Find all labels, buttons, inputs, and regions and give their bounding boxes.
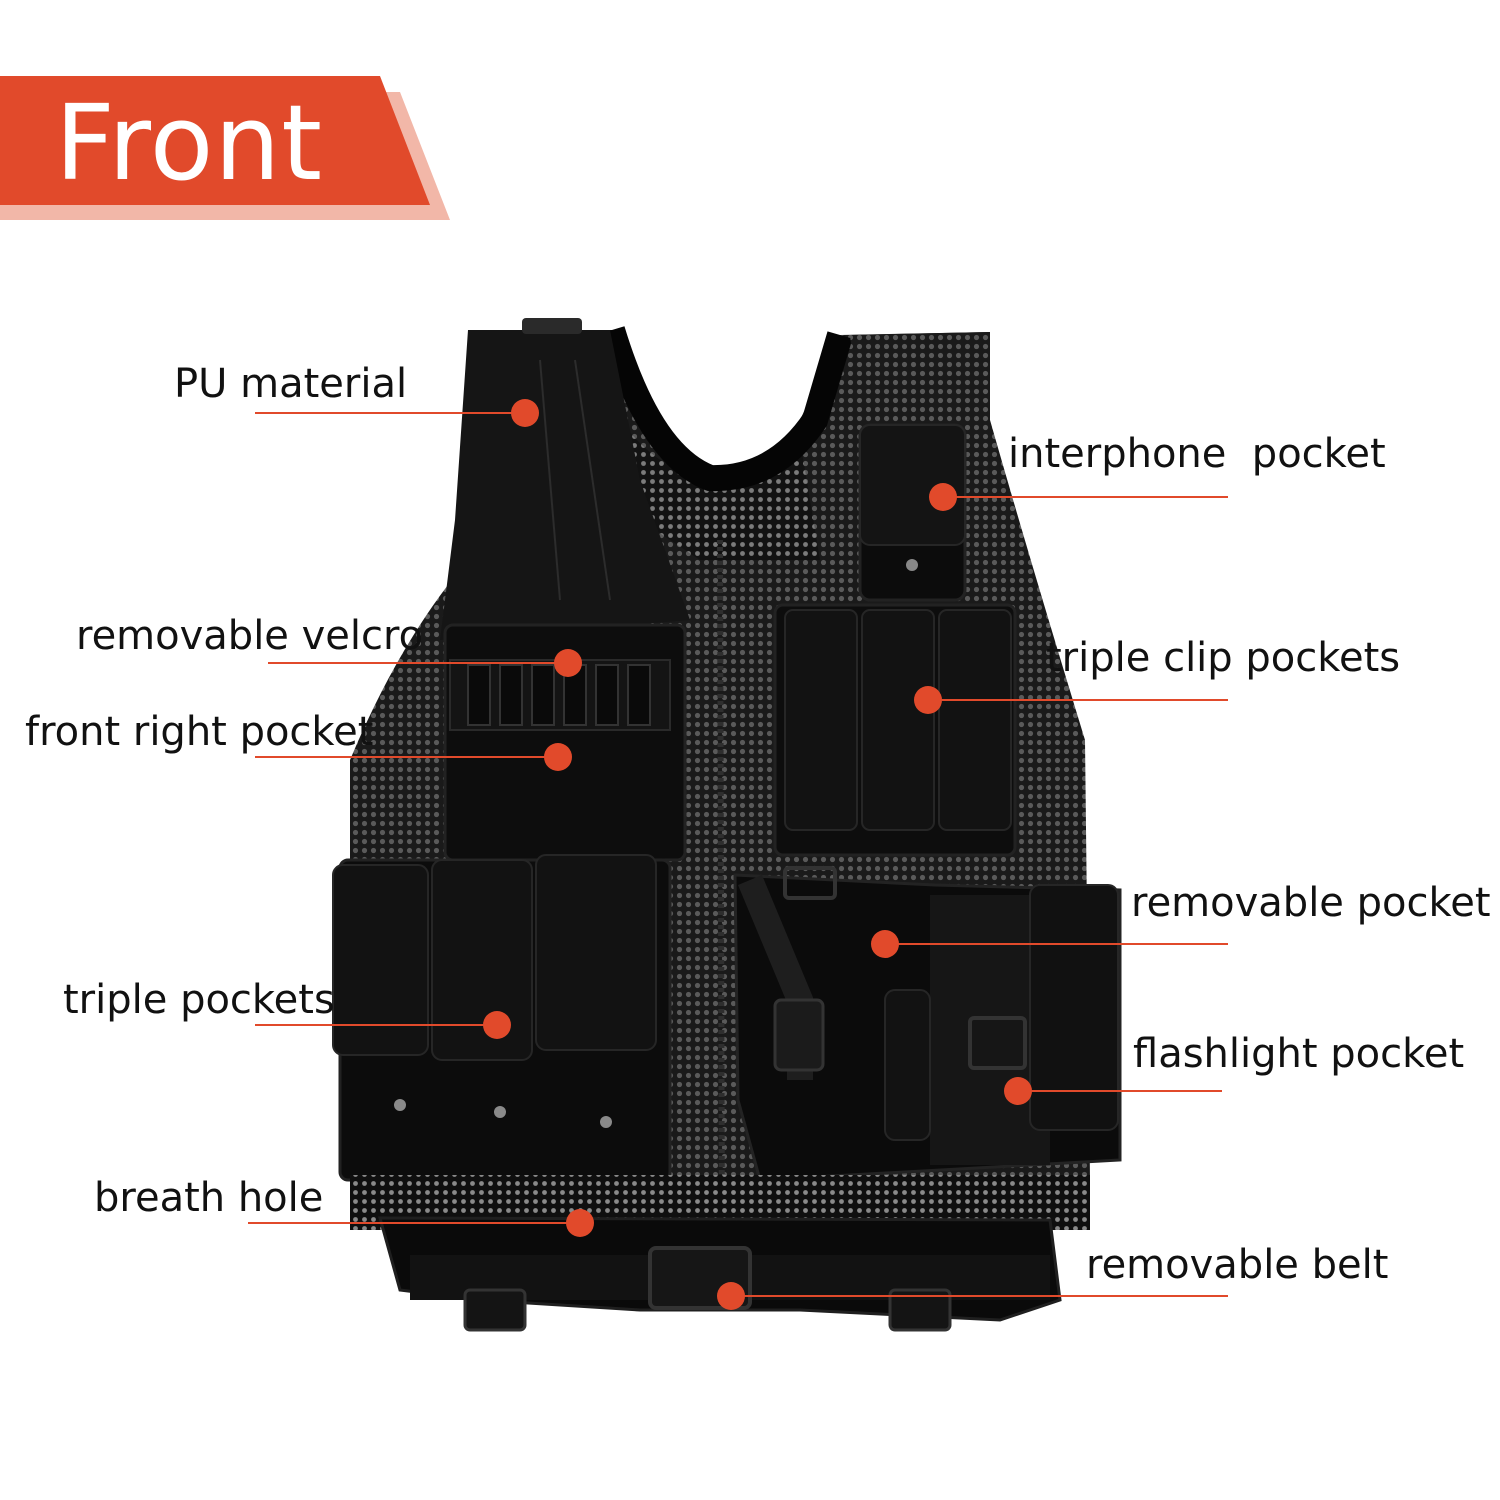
front-banner — [0, 76, 450, 220]
velcro-loop — [467, 664, 491, 726]
flashlight-pocket-dot — [1004, 1077, 1032, 1105]
belt-buckle — [463, 1288, 527, 1332]
label-pu-material: PU material — [174, 361, 408, 407]
strap-stitch — [574, 359, 611, 601]
removable-belt-dot — [717, 1282, 745, 1310]
breath-hole-dot — [566, 1209, 594, 1237]
label-triple-clip-pockets: triple clip pockets — [1046, 635, 1401, 681]
label-removable-belt: removable belt — [1086, 1242, 1389, 1288]
label-interphone-pocket: interphone pocket — [1008, 431, 1386, 477]
pu-material-dot — [511, 399, 539, 427]
velcro-loop — [595, 664, 619, 726]
left-shoulder-mesh — [850, 332, 990, 430]
interphone-grommet — [906, 559, 918, 571]
interphone-pocket-dot — [929, 483, 957, 511]
label-triple-pockets: triple pockets — [63, 977, 335, 1023]
velcro-loop — [627, 664, 651, 726]
triple-pocket-shape — [332, 864, 429, 1056]
triple-pocket-shape — [535, 854, 657, 1051]
clip-pocket-shape — [861, 609, 935, 831]
magazine-sleeve — [884, 989, 931, 1141]
label-flashlight-pocket: flashlight pocket — [1133, 1031, 1465, 1077]
interphone-pocket-flap — [859, 424, 966, 546]
callout-markers — [248, 399, 1228, 1310]
vest-neck-trim — [599, 326, 853, 492]
pocket-grommet — [394, 1099, 406, 1111]
strap-buckle — [968, 1016, 1027, 1070]
vest-zipper — [717, 539, 725, 1251]
front-right-pocket-dot — [544, 743, 572, 771]
triple-pocket-shape — [431, 859, 533, 1061]
belt-buckle — [888, 1288, 952, 1332]
flashlight-pocket-shape — [1029, 884, 1119, 1131]
pocket-grommet — [600, 1116, 612, 1128]
banner-title: Front — [55, 82, 324, 204]
banner-ribbon — [0, 76, 430, 205]
strap-buckle — [522, 318, 582, 334]
strap-buckle — [783, 866, 837, 900]
triple-clip-pockets-dot — [914, 686, 942, 714]
vest-illustration — [332, 318, 1122, 1332]
clip-pocket-shape — [938, 609, 1012, 831]
label-breath-hole: breath hole — [94, 1175, 324, 1221]
velcro-loop — [531, 664, 555, 726]
strap-buckle — [773, 998, 825, 1072]
label-removable-pocket: removable pocket — [1131, 880, 1491, 926]
removable-pocket-dot — [871, 930, 899, 958]
removable-velcro-dot — [554, 649, 582, 677]
pu-shoulder-strap — [440, 330, 690, 640]
velcro-loop — [499, 664, 523, 726]
label-removable-velcro: removable velcro — [76, 613, 424, 659]
label-front-right-pocket: front right pocket — [25, 709, 374, 755]
clip-pocket-shape — [784, 609, 858, 831]
strap-stitch — [539, 359, 561, 601]
pocket-grommet — [494, 1106, 506, 1118]
triple-pockets-dot — [483, 1011, 511, 1039]
